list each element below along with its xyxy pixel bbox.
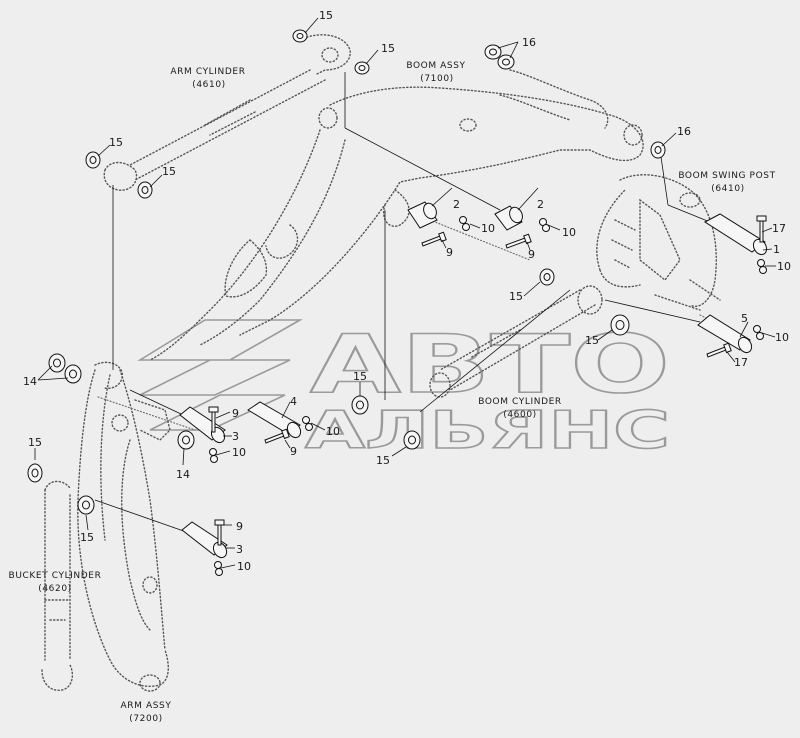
bucket-cylinder-outline (41, 480, 74, 692)
callout-10: 10 (562, 226, 576, 239)
callout-15: 15 (80, 531, 94, 544)
callout-17: 17 (772, 222, 786, 235)
pin-1 (704, 213, 768, 256)
boom-swing-post-outline (596, 174, 721, 311)
callout-15: 15 (585, 334, 599, 347)
assembly-axes (97, 219, 721, 431)
boom-assy-label: BOOM ASSY (406, 61, 465, 71)
arm-cylinder-outline (103, 34, 351, 191)
boom-cylinder-outline (429, 285, 603, 398)
callout-10: 10 (777, 260, 791, 273)
callout-14: 14 (176, 468, 190, 481)
callout-2: 2 (537, 198, 544, 211)
callout-10: 10 (481, 222, 495, 235)
bucket-cylinder-code: (4620) (38, 584, 72, 594)
arm-cylinder-label: ARM CYLINDER (170, 67, 245, 77)
boom-cylinder-code: (4600) (503, 410, 537, 420)
callout-15: 15 (162, 165, 176, 178)
part-callouts: 15 15 16 15 15 16 2 10 9 2 10 9 17 1 10 … (23, 9, 791, 573)
assembly-lines (94, 72, 711, 536)
bolts (208, 215, 767, 546)
callout-2: 2 (453, 198, 460, 211)
callout-9: 9 (446, 246, 453, 259)
pin-2-a (407, 201, 438, 229)
callout-leaders (34, 17, 776, 569)
boom-cylinder-label: BOOM CYLINDER (478, 397, 562, 407)
pin-2-b (494, 205, 523, 231)
callout-15: 15 (353, 370, 367, 383)
callout-15: 15 (376, 454, 390, 467)
callout-15: 15 (509, 290, 523, 303)
callout-5: 5 (741, 312, 748, 325)
callout-4: 4 (290, 395, 297, 408)
callout-16: 16 (522, 36, 536, 49)
arm-assy-label: ARM ASSY (121, 701, 172, 711)
callout-10: 10 (326, 425, 340, 438)
boom-assy-code: (7100) (420, 74, 454, 84)
washers (27, 29, 666, 515)
pin-5 (697, 314, 753, 354)
arm-cylinder-code: (4610) (192, 80, 226, 90)
callout-1: 1 (773, 243, 780, 256)
callout-3: 3 (232, 430, 239, 443)
boom-swing-post-code: (6410) (711, 184, 745, 194)
assembly-labels: ARM CYLINDER (4610) BOOM ASSY (7100) BOO… (9, 61, 776, 724)
bucket-cylinder-label: BUCKET CYLINDER (9, 571, 102, 581)
callout-9: 9 (528, 248, 535, 261)
callout-10: 10 (237, 560, 251, 573)
callout-3: 3 (236, 543, 243, 556)
watermark-line1: АВТО (310, 318, 670, 411)
callout-15: 15 (319, 9, 333, 22)
callout-14: 14 (23, 375, 37, 388)
boom-outline (149, 69, 644, 361)
callout-9: 9 (236, 520, 243, 533)
callout-15: 15 (28, 436, 42, 449)
arm-assy-code: (7200) (129, 714, 163, 724)
callout-15: 15 (109, 136, 123, 149)
callout-15: 15 (381, 42, 395, 55)
arm-assy-outline (77, 361, 171, 692)
pin-4 (247, 401, 302, 439)
pin-3-b (181, 521, 228, 559)
nuts (209, 216, 767, 576)
hardware (27, 29, 768, 576)
callout-10: 10 (232, 446, 246, 459)
callout-16: 16 (677, 125, 691, 138)
callout-10: 10 (775, 331, 789, 344)
callout-17: 17 (734, 356, 748, 369)
callout-9: 9 (232, 407, 239, 420)
boom-swing-post-label: BOOM SWING POST (678, 171, 775, 181)
callout-9: 9 (290, 445, 297, 458)
